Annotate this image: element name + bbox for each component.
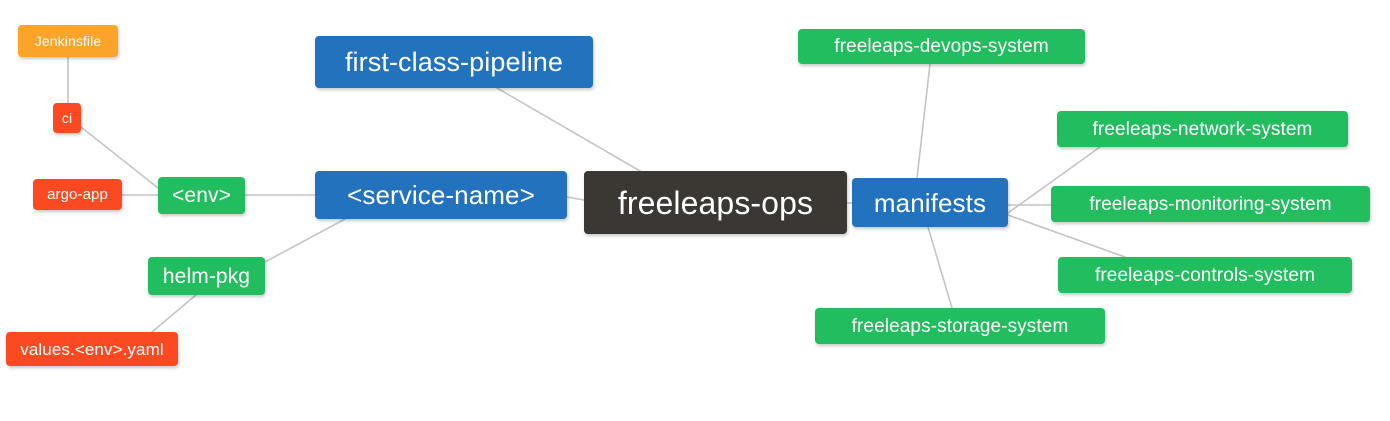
node-jenkinsfile[interactable]: Jenkinsfile [18,25,118,57]
node-ci[interactable]: ci [53,103,81,133]
node-service-name[interactable]: <service-name> [315,171,567,219]
node-label: freeleaps-ops [617,184,814,221]
node-values-yaml[interactable]: values.<env>.yaml [6,332,178,366]
node-label: freeleaps-controls-system [1094,264,1316,286]
node-label: first-class-pipeline [344,46,564,77]
edge-service-name-to-freeleaps-ops [566,196,585,201]
node-label: manifests [873,187,987,218]
node-monitoring-system[interactable]: freeleaps-monitoring-system [1051,186,1370,222]
node-label: freeleaps-network-system [1092,118,1313,140]
edge-devops-system-to-manifests [916,63,931,179]
node-devops-system[interactable]: freeleaps-devops-system [798,29,1085,64]
node-controls-system[interactable]: freeleaps-controls-system [1058,257,1352,293]
edge-values-yaml-to-helm-pkg [151,294,197,333]
node-label: argo-app [47,186,108,203]
node-label: Jenkinsfile [34,33,102,49]
node-network-system[interactable]: freeleaps-network-system [1057,111,1348,147]
edge-helm-pkg-to-service-name [264,218,346,263]
node-label: helm-pkg [162,264,251,288]
node-first-class-pipeline[interactable]: first-class-pipeline [315,36,593,88]
node-helm-pkg[interactable]: helm-pkg [148,257,265,295]
edge-manifests-to-storage-system [927,226,953,309]
node-label: <service-name> [347,180,535,210]
node-env[interactable]: <env> [158,177,245,214]
edge-first-class-pipeline-to-freeleaps-ops [496,87,641,172]
node-storage-system[interactable]: freeleaps-storage-system [815,308,1105,344]
node-label: freeleaps-storage-system [851,315,1069,337]
node-manifests[interactable]: manifests [852,178,1008,227]
node-label: <env> [172,184,231,207]
node-argo-app[interactable]: argo-app [33,179,122,210]
node-label: freeleaps-devops-system [834,36,1049,57]
node-label: values.<env>.yaml [20,339,164,359]
node-freeleaps-ops[interactable]: freeleaps-ops [584,171,847,234]
node-label: freeleaps-monitoring-system [1089,193,1332,215]
node-label: ci [61,110,73,126]
